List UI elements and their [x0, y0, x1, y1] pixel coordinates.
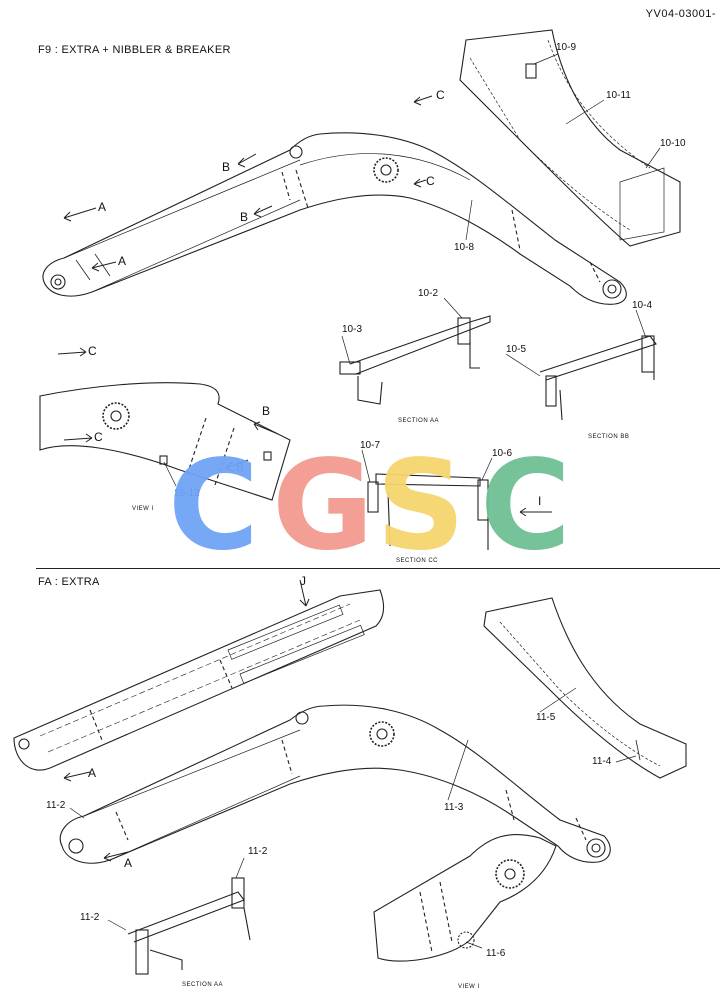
callout-10-7: 10-7 — [360, 440, 381, 451]
callout-10-5: 10-5 — [506, 344, 527, 355]
callout-10-9: 10-9 — [556, 42, 577, 53]
callout-11-2-boom: 11-2 — [46, 800, 66, 811]
marker-b: B — [262, 404, 271, 418]
marker-c: C — [94, 430, 103, 444]
lower-stick-outline — [13, 589, 385, 771]
section-aa-drawing — [339, 315, 491, 405]
callout-10-11: 10-11 — [606, 90, 631, 101]
lower-boom-outline — [59, 704, 611, 864]
caption-section-aa: SECTION AA — [182, 982, 224, 988]
section-title-f9: F9 : EXTRA + NIBBLER & BREAKER — [38, 44, 231, 56]
upper-stick-outline — [459, 29, 681, 247]
document-reference: YV04-03001- — [645, 8, 716, 20]
callout-leaders — [69, 53, 661, 949]
callout-11-2-section-right: 11-2 — [248, 846, 268, 857]
section-divider — [36, 568, 720, 569]
section-title-fa: FA : EXTRA — [38, 576, 100, 588]
lower-right-stick-outline — [483, 597, 687, 779]
marker-c: C — [436, 88, 445, 102]
callout-10-4: 10-4 — [632, 300, 653, 311]
marker-c: C — [88, 344, 97, 358]
caption-view-i: VIEW I — [458, 984, 480, 990]
marker-b: B — [240, 210, 249, 224]
caption-section-cc: SECTION CC — [396, 558, 439, 564]
section-bb-drawing — [539, 335, 657, 421]
callout-10-2: 10-2 — [418, 288, 439, 299]
marker-b: B — [236, 460, 245, 474]
callout-10-6: 10-6 — [492, 448, 513, 459]
view-i-upper-drawing — [39, 382, 291, 501]
marker-j: J — [300, 574, 306, 588]
marker-c: C — [426, 174, 435, 188]
marker-a: A — [124, 856, 133, 870]
section-cc-drawing — [367, 473, 489, 550]
watermark-letter: S — [376, 448, 465, 560]
marker-a: A — [98, 200, 107, 214]
callout-11-5: 11-5 — [536, 712, 556, 723]
marker-i: I — [538, 494, 542, 508]
callout-10-12: 10-12 — [174, 488, 200, 499]
callout-10-10: 10-10 — [660, 138, 686, 149]
callout-11-4: 11-4 — [592, 756, 612, 767]
watermark-letter: C — [480, 448, 570, 560]
upper-boom-outline — [42, 132, 627, 305]
callout-11-2-section-left: 11-2 — [80, 912, 100, 923]
watermark-letter: C — [168, 448, 259, 560]
view-i-lower-drawing — [373, 834, 557, 962]
view-arrows — [57, 95, 552, 862]
marker-a: A — [118, 254, 127, 268]
callout-10-3: 10-3 — [342, 324, 363, 335]
callout-11-6: 11-6 — [486, 948, 506, 959]
callout-11-3: 11-3 — [444, 802, 464, 813]
caption-section-aa: SECTION AA — [398, 418, 440, 424]
caption-view-i: VIEW I — [132, 506, 154, 512]
watermark-letter: G — [272, 448, 374, 560]
section-aa-lower-drawing — [127, 877, 251, 975]
caption-section-bb: SECTION BB — [588, 434, 630, 440]
callout-10-8: 10-8 — [454, 242, 475, 253]
marker-a: A — [88, 766, 97, 780]
marker-b: B — [222, 160, 231, 174]
